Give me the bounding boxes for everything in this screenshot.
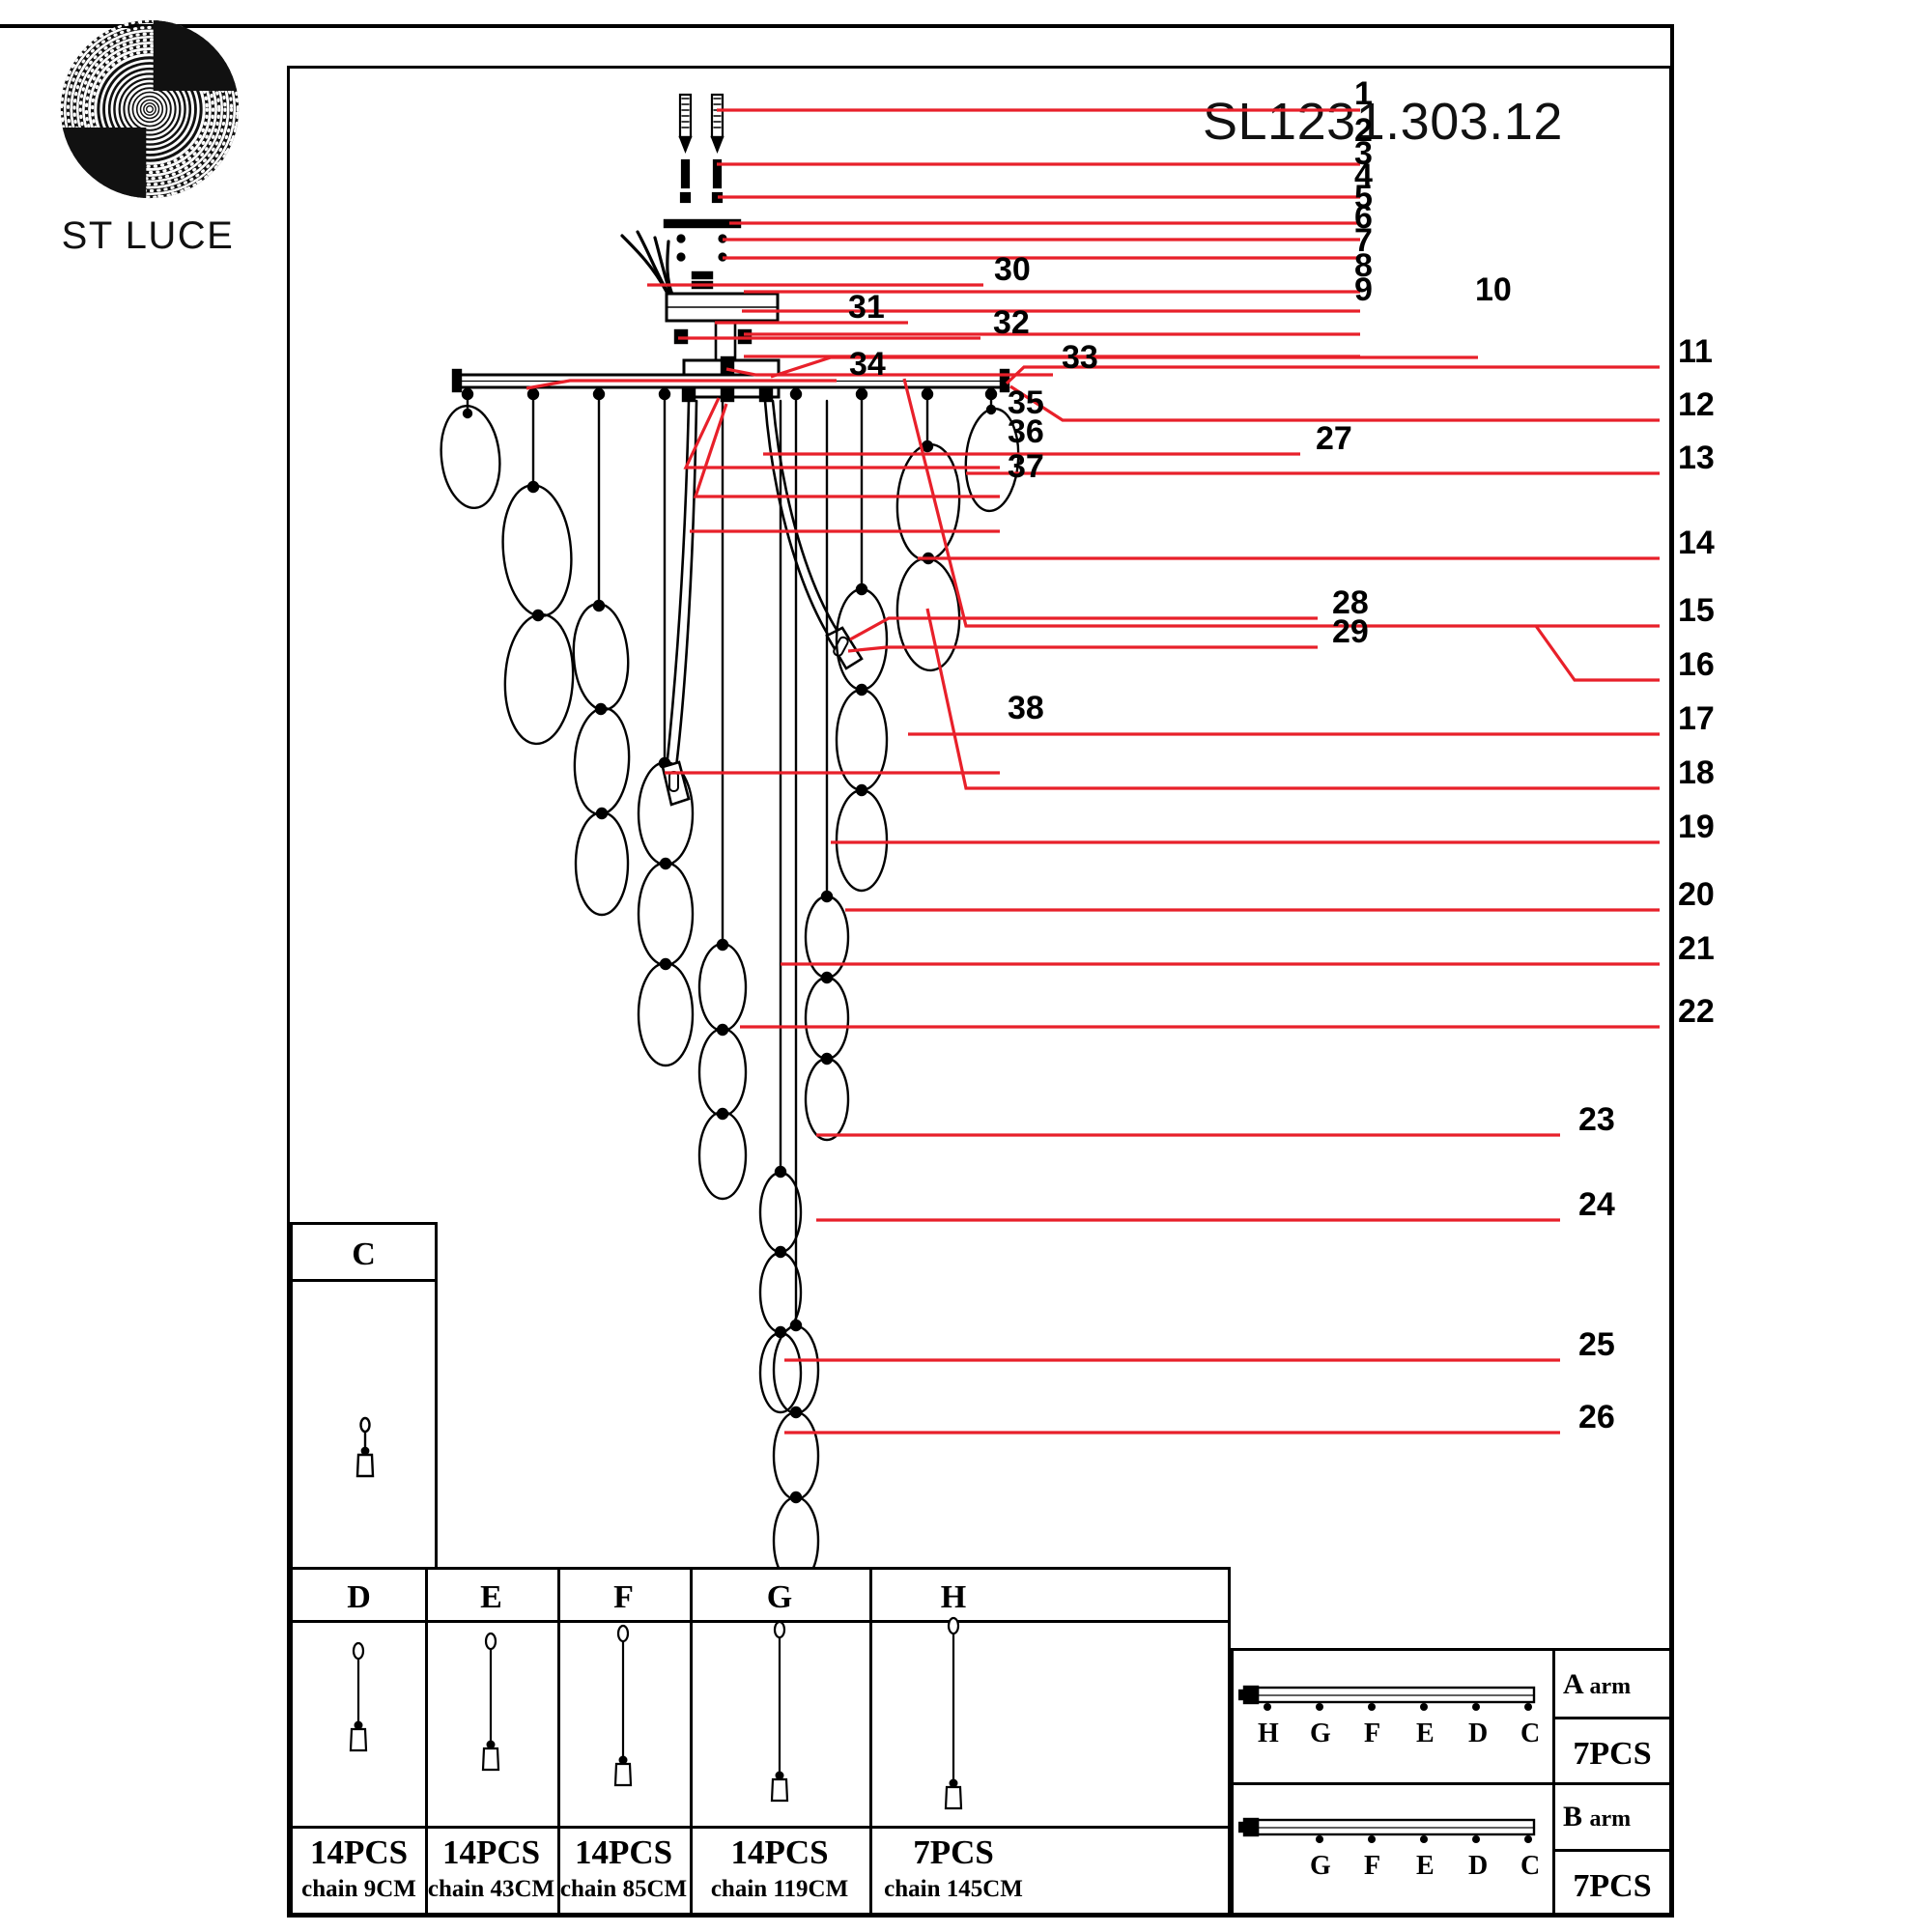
part-e-chain: chain 43CM [427, 1876, 555, 1902]
a-arm-tick-f: F [1364, 1719, 1381, 1748]
callout-35: 35 [1008, 384, 1044, 421]
drawing-border [287, 66, 1672, 1918]
part-d-chain: chain 9CM [301, 1876, 416, 1902]
part-f-label: F [613, 1579, 634, 1615]
parts-table-dh: D 14PCS chain 9CM E 14PCS chain 43CM F [290, 1567, 1231, 1916]
frame-top-rule [0, 24, 1674, 28]
spiral-s-logo-icon [60, 19, 240, 199]
part-f-qty: 14PCS [574, 1833, 673, 1871]
callout-5: 5 [1354, 179, 1373, 215]
b-arm-tick-f: F [1364, 1851, 1381, 1881]
part-c-label: C [352, 1236, 376, 1272]
callout-4: 4 [1354, 157, 1373, 194]
part-e-label: E [480, 1579, 502, 1615]
part-g-label: G [766, 1579, 793, 1615]
b-arm-letter: B [1563, 1801, 1583, 1833]
callout-37: 37 [1008, 448, 1044, 485]
part-d-qty: 14PCS [309, 1833, 409, 1871]
chain-hanger-icon [349, 1641, 368, 1752]
callout-17: 17 [1678, 700, 1715, 737]
callout-8: 8 [1354, 247, 1373, 284]
a-arm-tick-h: H [1258, 1719, 1279, 1748]
a-arm-qty: 7PCS [1573, 1736, 1652, 1772]
callout-21: 21 [1678, 930, 1715, 967]
callout-24: 24 [1578, 1186, 1615, 1223]
part-h-chain: chain 145CM [884, 1876, 1023, 1902]
callout-28: 28 [1332, 584, 1369, 621]
b-arm-diagram [1238, 1817, 1536, 1843]
hook-pin-icon [355, 1416, 375, 1478]
callout-13: 13 [1678, 440, 1715, 476]
part-h-label: H [940, 1579, 967, 1615]
callout-32: 32 [993, 304, 1030, 341]
b-arm-name: B arm [1563, 1801, 1631, 1833]
b-arm-qty: 7PCS [1573, 1868, 1652, 1904]
b-arm-tick-g: G [1310, 1851, 1331, 1881]
callout-14: 14 [1678, 525, 1715, 561]
callout-36: 36 [1008, 413, 1044, 450]
brand-name: ST LUCE [61, 214, 235, 257]
a-arm-tick-g: G [1310, 1719, 1331, 1748]
callout-16: 16 [1678, 646, 1715, 683]
callout-30: 30 [994, 251, 1031, 288]
a-arm-tick-e: E [1416, 1719, 1435, 1748]
callout-26: 26 [1578, 1399, 1615, 1435]
chain-hanger-icon [944, 1616, 963, 1810]
a-arm-tick-d: D [1468, 1719, 1489, 1748]
callout-7: 7 [1354, 222, 1373, 259]
brand-block: ST LUCE [37, 17, 259, 258]
callout-22: 22 [1678, 993, 1715, 1030]
arm-table: H G F E D C A arm 7PCS G F E D C [1231, 1648, 1672, 1916]
b-arm-tick-d: D [1468, 1851, 1489, 1881]
part-h-qty: 7PCS [913, 1833, 994, 1871]
callout-1: 1 [1354, 75, 1373, 112]
callout-12: 12 [1678, 386, 1715, 423]
model-code: SL1231.303.12 [1203, 93, 1563, 151]
chandelier-assembly-drawing [290, 68, 1671, 1916]
callout-20: 20 [1678, 876, 1715, 913]
a-arm-diagram [1238, 1685, 1536, 1711]
part-f-chain: chain 85CM [559, 1876, 688, 1902]
callout-10: 10 [1475, 271, 1512, 308]
callout-18: 18 [1678, 754, 1715, 791]
callout-25: 25 [1578, 1326, 1615, 1363]
callout-27: 27 [1316, 420, 1352, 457]
a-arm-letter: A [1563, 1668, 1583, 1700]
b-arm-tick-e: E [1416, 1851, 1435, 1881]
b-arm-tick-c: C [1520, 1851, 1541, 1881]
callout-34: 34 [849, 346, 886, 383]
frame-right-rule [1670, 24, 1674, 1918]
chain-hanger-icon [481, 1632, 500, 1772]
chain-hanger-icon [770, 1620, 789, 1803]
callout-9: 9 [1354, 271, 1373, 308]
part-g-qty: 14PCS [730, 1833, 829, 1871]
callout-31: 31 [848, 289, 885, 326]
callout-11: 11 [1678, 333, 1713, 370]
callout-2: 2 [1354, 112, 1373, 149]
callout-29: 29 [1332, 613, 1369, 650]
chain-hanger-icon [613, 1624, 633, 1787]
callout-3: 3 [1354, 135, 1373, 172]
part-d-label: D [347, 1579, 371, 1615]
callout-23: 23 [1578, 1101, 1615, 1138]
callout-6: 6 [1354, 199, 1373, 236]
a-arm-tick-c: C [1520, 1719, 1541, 1748]
callout-33: 33 [1062, 339, 1098, 376]
part-g-chain: chain 119CM [710, 1876, 849, 1902]
callout-19: 19 [1678, 809, 1715, 845]
a-arm-word: arm [1589, 1674, 1632, 1699]
callout-15: 15 [1678, 592, 1715, 629]
callout-38: 38 [1008, 690, 1044, 726]
a-arm-name: A arm [1563, 1668, 1631, 1701]
part-e-qty: 14PCS [441, 1833, 541, 1871]
b-arm-word: arm [1589, 1806, 1632, 1832]
